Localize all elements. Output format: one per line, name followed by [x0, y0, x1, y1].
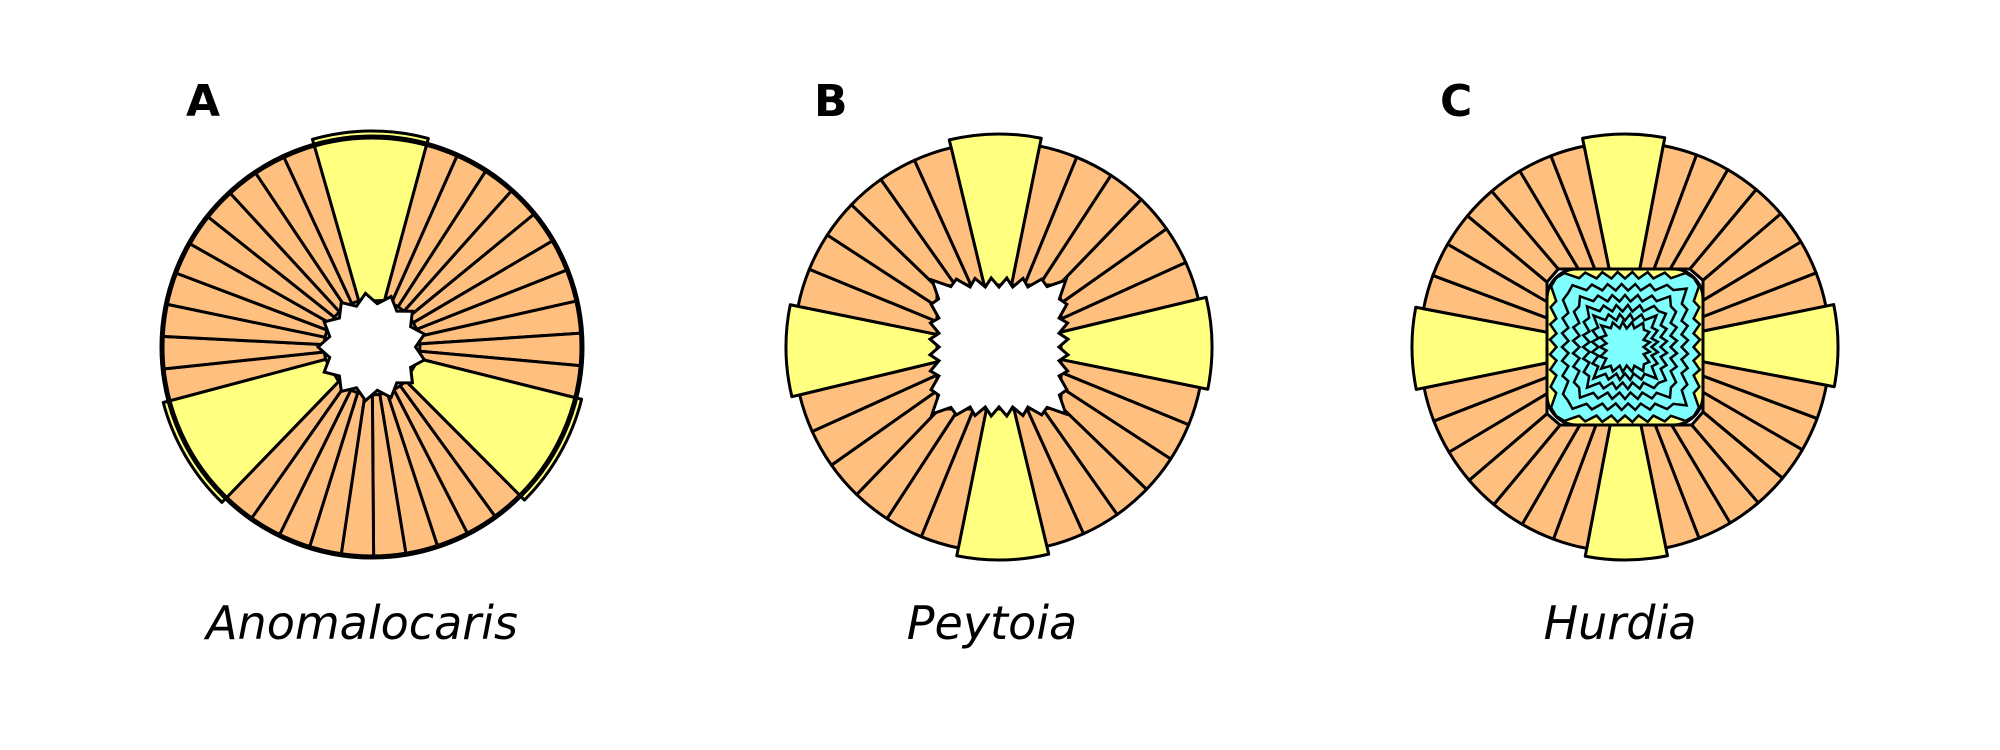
cone-outline: [159, 134, 585, 560]
inner-tooth-ring: [1580, 302, 1670, 392]
inner-tooth-ring: [1597, 319, 1653, 375]
panel-label-b: B: [814, 76, 848, 127]
inner-tooth-ring: [1571, 293, 1679, 401]
large-plate: [1410, 305, 1549, 391]
plate: [912, 146, 986, 287]
caption-anomalocaris: Anomalocaris: [206, 596, 518, 650]
inner-tooth-ring: [1560, 282, 1690, 412]
caption-hurdia: Hurdia: [1543, 596, 1697, 650]
large-plate: [310, 129, 430, 303]
large-plate: [404, 357, 584, 502]
panel-label-a: A: [186, 76, 221, 127]
mouth-opening: [315, 291, 427, 403]
caption-peytoia: Peytoia: [906, 596, 1078, 650]
large-plate: [1701, 303, 1840, 389]
cone-anomalocaris: [159, 129, 585, 560]
cone-peytoia: [784, 132, 1214, 562]
large-plate: [161, 357, 341, 504]
large-plate: [1583, 423, 1669, 562]
plate: [1549, 144, 1611, 271]
mouth-opening: [927, 275, 1071, 419]
cone-hurdia: [1410, 132, 1840, 562]
mouth-center: [1613, 335, 1637, 359]
panel-label-c: C: [1440, 76, 1473, 127]
